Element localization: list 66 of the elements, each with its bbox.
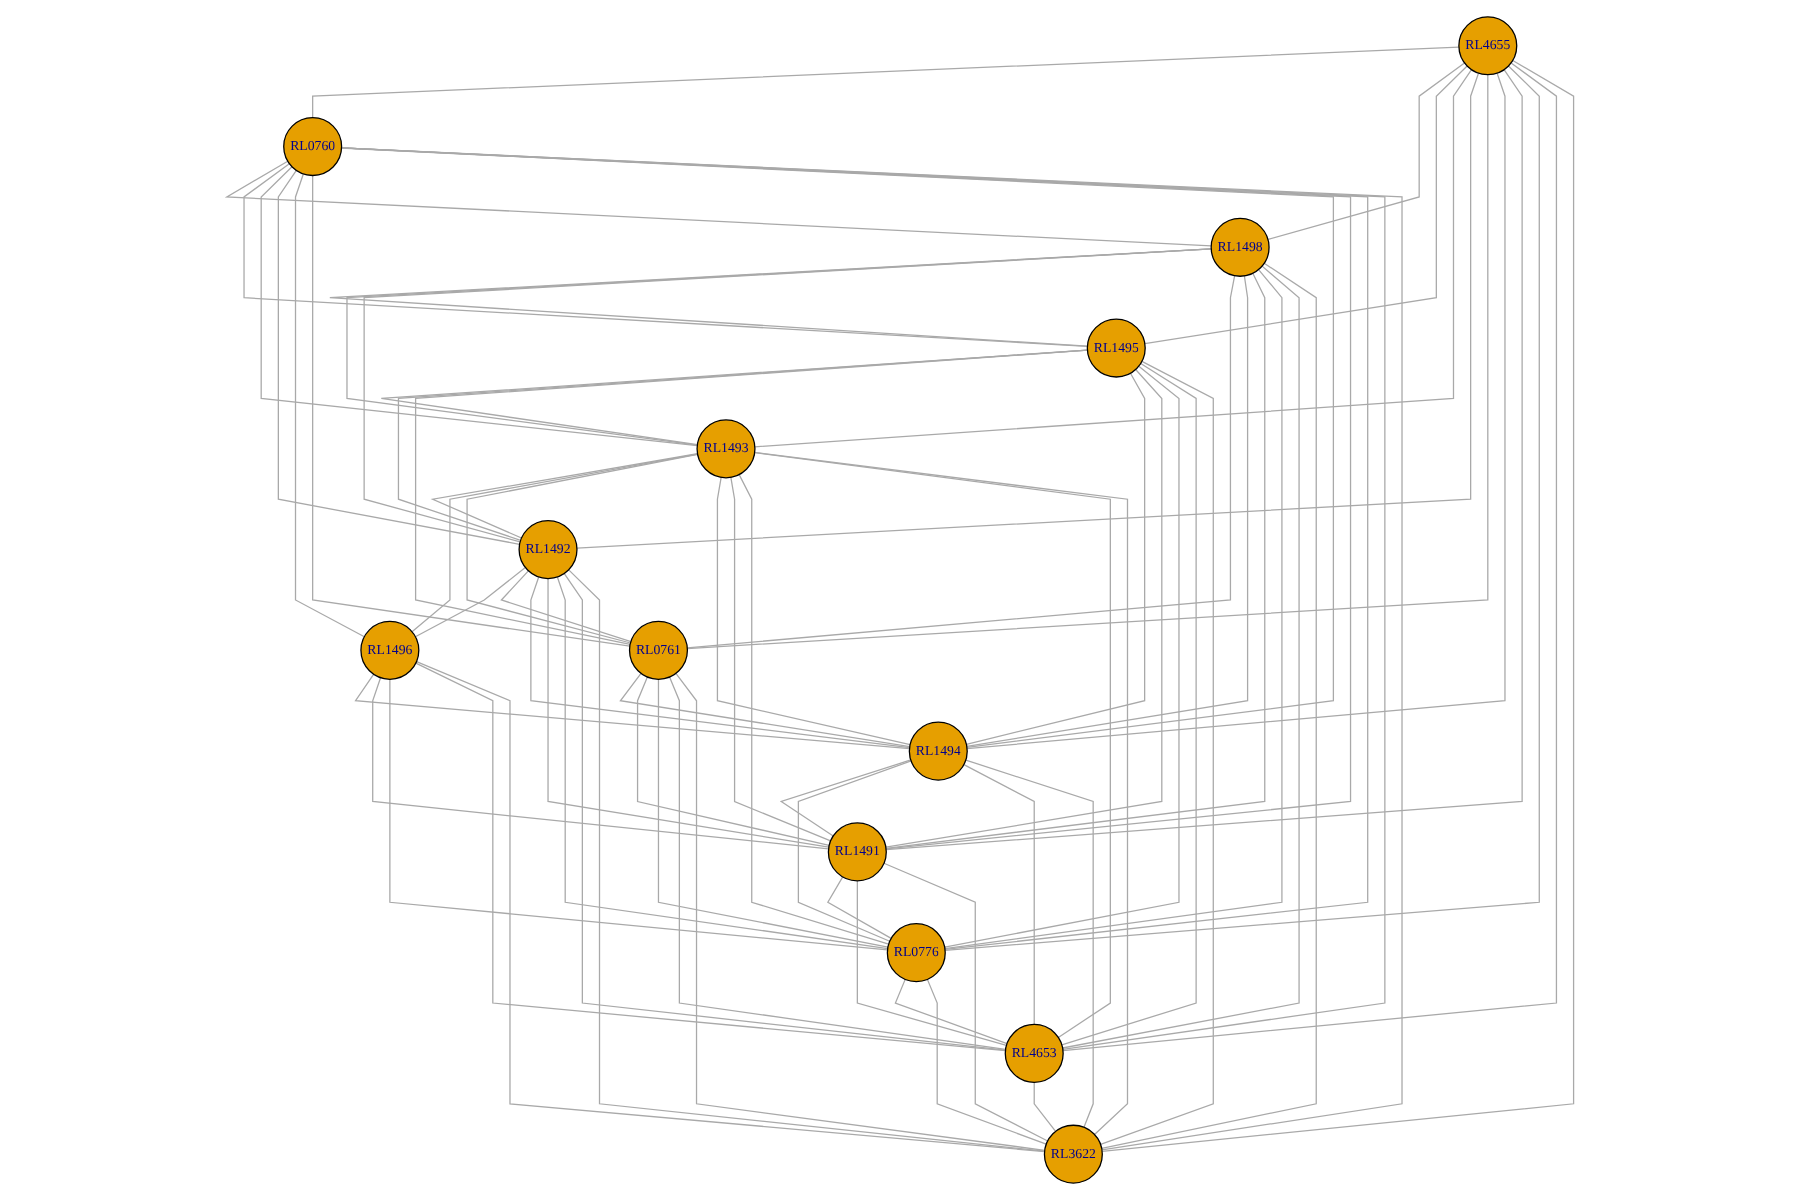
- connector: [1060, 362, 1197, 1046]
- connector: [964, 759, 1094, 1128]
- connector: [354, 673, 910, 750]
- connector: [738, 473, 890, 945]
- connector: [567, 569, 1045, 1152]
- connector: [943, 365, 1180, 948]
- connector: [530, 576, 910, 749]
- connector: [856, 880, 1007, 1047]
- connector: [388, 678, 888, 951]
- connector: [411, 453, 698, 633]
- connector: [753, 451, 1111, 1039]
- connector: [415, 660, 1045, 1153]
- connector: [260, 166, 698, 447]
- connector: [753, 451, 1128, 1136]
- connector: [556, 576, 889, 950]
- connector: [686, 74, 1489, 650]
- connector: [885, 272, 1266, 849]
- connector: [657, 678, 889, 948]
- connector: [311, 174, 631, 647]
- connector: [797, 760, 912, 942]
- connector: [686, 275, 1236, 649]
- connector: [576, 72, 1479, 549]
- connector: [500, 570, 632, 643]
- connector: [430, 453, 698, 539]
- connector: [414, 566, 526, 638]
- connector: [380, 349, 1088, 446]
- connector: [1267, 62, 1465, 241]
- connector: [729, 476, 831, 842]
- connector: [1143, 65, 1468, 345]
- connector: [883, 862, 1049, 1142]
- connector: [885, 69, 1523, 851]
- connector: [563, 572, 1006, 1051]
- connector: [966, 72, 1506, 750]
- connector: [716, 476, 911, 746]
- connector: [753, 69, 1472, 448]
- connector: [294, 173, 365, 638]
- connector: [963, 763, 1035, 1026]
- connector: [826, 876, 892, 939]
- connector: [668, 676, 1006, 1050]
- connector: [894, 978, 1008, 1045]
- connector: [311, 46, 1460, 119]
- connector: [363, 248, 1212, 543]
- connector: [277, 169, 520, 545]
- connector: [1061, 265, 1300, 1049]
- connector: [371, 677, 829, 850]
- connector: [328, 248, 1212, 347]
- connector: [965, 372, 1146, 745]
- connector: [885, 368, 1163, 848]
- connector: [414, 349, 1088, 646]
- connector: [944, 65, 1540, 951]
- connector: [224, 160, 1212, 247]
- connector: [636, 676, 830, 847]
- connector: [619, 672, 911, 748]
- connector: [1101, 59, 1574, 1152]
- connector: [926, 978, 1047, 1145]
- connector: [1062, 62, 1557, 1052]
- connector: [547, 577, 830, 848]
- connector: [414, 662, 1006, 1052]
- connector: [466, 453, 698, 644]
- connector: [779, 759, 912, 837]
- connector: [1100, 262, 1317, 1149]
- connector: [944, 268, 1283, 950]
- connector: [965, 275, 1248, 748]
- connector: [1099, 360, 1214, 1145]
- connector: [675, 672, 1046, 1151]
- connector: [1033, 1081, 1056, 1132]
